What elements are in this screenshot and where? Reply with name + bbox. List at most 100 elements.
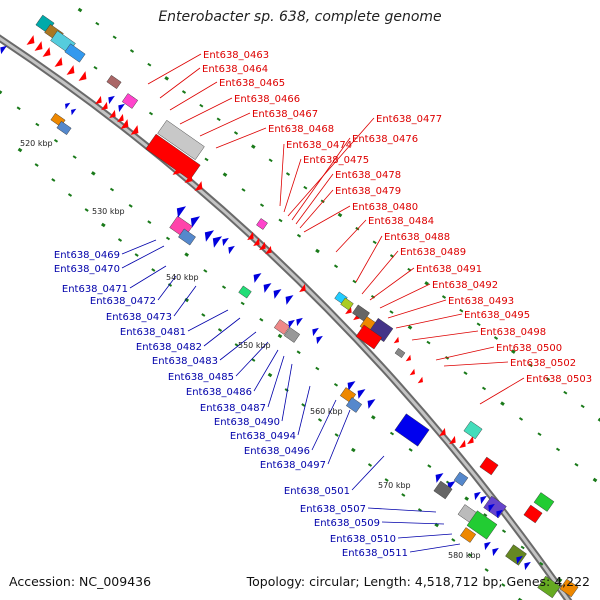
tick-mark [203, 269, 208, 273]
reverse-gene [492, 547, 499, 557]
gene-label-reverse: Ent638_0481 [120, 327, 186, 338]
leader-line-blue [381, 521, 445, 525]
gene-label-reverse: Ent638_0510 [330, 534, 396, 545]
tick-mark [165, 236, 171, 241]
label-leaders [121, 53, 525, 553]
tick-mark [234, 343, 239, 347]
forward-gene [467, 435, 474, 445]
leader-line-red [411, 330, 479, 341]
tick-mark [333, 382, 339, 387]
gene-labels: Ent638_0463Ent638_0464Ent638_0465Ent638_… [54, 50, 592, 559]
gene-block-magenta [256, 218, 268, 230]
tick-mark [16, 106, 21, 111]
forward-gene [253, 237, 260, 247]
tick-mark [95, 21, 100, 26]
leader-line-red [291, 137, 351, 221]
reverse-gene [357, 389, 366, 399]
forward-gene [449, 435, 456, 445]
tick-mark [147, 62, 152, 67]
gene-block-aqua [463, 420, 483, 440]
gene-label-forward: Ent638_0464 [202, 64, 268, 75]
leader-line-red [283, 158, 302, 213]
gene-label-reverse: Ent638_0469 [54, 250, 120, 261]
gene-label-forward: Ent638_0468 [268, 124, 334, 135]
kbp-label: 520 kbp [20, 139, 53, 148]
forward-gene [66, 65, 75, 75]
tick-mark [451, 538, 456, 542]
gene-label-forward: Ent638_0467 [252, 109, 318, 120]
gene-label-forward: Ent638_0489 [400, 247, 466, 258]
tick-mark [167, 283, 173, 287]
gene-label-forward: Ent638_0478 [335, 170, 401, 181]
leader-line-blue [281, 363, 293, 422]
tick-mark [574, 462, 579, 467]
leader-line-red [147, 53, 202, 85]
leader-line-red [335, 219, 367, 253]
reverse-gene [108, 95, 115, 105]
leader-line-blue [409, 543, 461, 553]
tick-mark [563, 390, 568, 395]
gene-block-lime [340, 297, 354, 311]
tick-mark [426, 340, 431, 345]
leader-line-red [303, 205, 351, 233]
tick-mark [352, 279, 357, 284]
gene-label-reverse: Ent638_0483 [152, 356, 218, 367]
forward-gene [459, 439, 466, 449]
tick-mark [17, 147, 23, 153]
leader-line-red [179, 97, 233, 125]
kbp-label: 570 kbp [378, 481, 411, 490]
tick-mark [251, 144, 256, 149]
leader-line-blue [121, 245, 165, 269]
forward-gene [34, 41, 43, 51]
gene-label-forward: Ent638_0476 [352, 134, 418, 145]
tick-mark [517, 597, 523, 600]
tick-mark [117, 238, 123, 242]
leader-line-blue [327, 409, 351, 465]
reverse-gene [367, 399, 376, 409]
gene-block-salmon [273, 319, 291, 335]
tick-mark [34, 163, 39, 167]
gene-label-reverse: Ent638_0486 [186, 387, 252, 398]
forward-gene [265, 245, 272, 255]
forward-gene [109, 109, 116, 119]
reverse-gene [0, 45, 7, 55]
tick-mark [296, 233, 302, 238]
tick-mark [93, 65, 98, 70]
tick-mark [464, 496, 469, 501]
tick-mark [351, 447, 356, 453]
tick-mark [481, 386, 487, 391]
gene-label-reverse: Ent638_0501 [284, 486, 350, 497]
reverse-gene [484, 541, 491, 551]
leader-line-red [479, 377, 525, 405]
forward-gene [259, 241, 266, 251]
leader-line-red [299, 189, 334, 229]
gene-label-reverse: Ent638_0496 [244, 446, 310, 457]
tick-mark [424, 281, 429, 286]
map-title: Enterobacter sp. 638, complete genome [158, 9, 442, 25]
reverse-gene [496, 509, 503, 519]
leader-line-blue [219, 331, 257, 361]
tick-mark [434, 522, 439, 528]
tick-mark [483, 513, 488, 517]
reverse-gene [118, 103, 125, 113]
tick-mark [268, 158, 273, 163]
leader-line-blue [187, 309, 229, 332]
kbp-label: 530 kbp [92, 207, 125, 216]
forward-gene [101, 101, 108, 111]
gene-label-reverse: Ent638_0473 [106, 312, 172, 323]
forward-gene [42, 47, 51, 57]
reverse-gene [474, 491, 481, 501]
kbp-label: 560 kbp [310, 407, 343, 416]
gene-block-olive [537, 575, 561, 599]
gene-label-reverse: Ent638_0472 [90, 296, 156, 307]
tick-mark [277, 333, 283, 339]
tick-mark [129, 49, 135, 53]
leader-line-blue [235, 341, 269, 377]
tick-mark [303, 185, 308, 190]
tick-mark [301, 403, 306, 407]
tick-mark [441, 295, 447, 299]
reverse-gene [316, 335, 323, 345]
tick-mark [476, 322, 481, 327]
tick-mark [315, 366, 320, 371]
